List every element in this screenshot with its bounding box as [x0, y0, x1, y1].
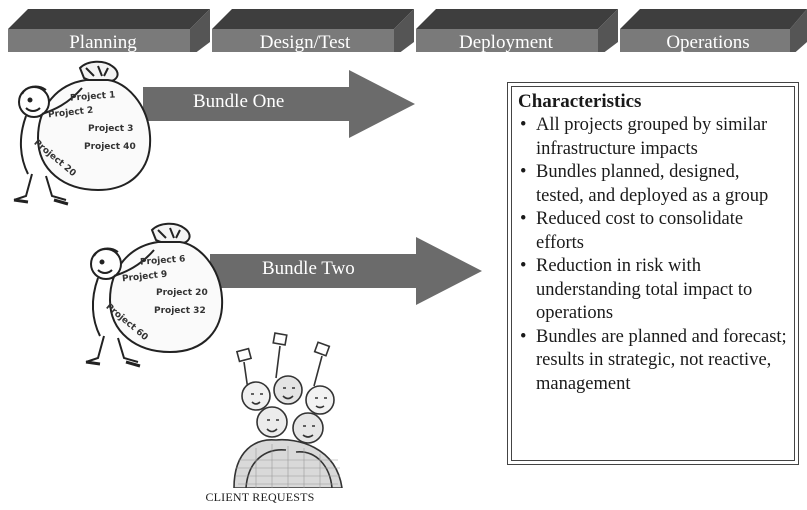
client-crowd-illustration [216, 330, 356, 488]
crowd-drawing [233, 332, 343, 488]
bundle-one-label: Bundle One [193, 91, 285, 112]
characteristic-text: Bundles are planned and forecast; result… [536, 326, 787, 394]
phase-label: Planning [69, 32, 137, 53]
characteristic-item: • Bundles planned, designed, tested, and … [518, 161, 788, 208]
arrow-shape [210, 237, 482, 305]
characteristic-text: Bundles planned, designed, tested, and d… [536, 162, 769, 206]
sack-carrier-illustration [13, 60, 152, 206]
project-label: Project 32 [154, 306, 206, 316]
phase-planning: Planning [8, 6, 210, 53]
characteristic-text: Reduced cost to consolidate efforts [536, 209, 744, 253]
phase-deployment: Deployment [416, 6, 618, 53]
phase-tab-shape [620, 9, 807, 52]
bullet-icon: • [520, 162, 527, 182]
phase-tab-shape [416, 9, 618, 52]
characteristic-item: • Bundles are planned and forecast; resul… [518, 326, 788, 397]
bullet-icon: • [520, 256, 527, 276]
bundle-one-sack-figure: Project 1 Project 2 Project 3 Project 40… [8, 58, 158, 208]
arrow-shape [143, 70, 415, 138]
characteristic-text: Reduction in risk with understanding tot… [536, 256, 753, 323]
characteristics-box: Characteristics • All projects grouped by… [507, 82, 799, 465]
project-label: Project 20 [156, 288, 208, 298]
characteristic-item: • Reduced cost to consolidate efforts [518, 208, 788, 255]
bullet-icon: • [520, 209, 527, 229]
bundle-one-arrow: Bundle One [143, 70, 415, 138]
phase-tab-shape [8, 9, 210, 52]
characteristic-text: All projects grouped by similar infrastr… [536, 115, 768, 159]
project-label: Project 3 [88, 124, 134, 134]
phase-tab-shape [212, 9, 414, 52]
phase-operations: Operations [620, 6, 807, 53]
client-requests-caption: CLIENT REQUESTS [205, 490, 315, 504]
sack-carrier-illustration [85, 222, 224, 368]
characteristic-item: • All projects grouped by similar infrast… [518, 114, 788, 161]
characteristics-title: Characteristics [518, 91, 642, 112]
characteristics-inner-frame: Characteristics • All projects grouped by… [511, 86, 795, 461]
bullet-icon: • [520, 115, 527, 135]
characteristic-item: • Reduction in risk with understanding to… [518, 255, 788, 326]
bullet-icon: • [520, 326, 527, 347]
phase-label: Design/Test [259, 32, 351, 53]
phase-label: Deployment [459, 32, 553, 53]
project-label: Project 40 [84, 142, 136, 152]
phase-design-test: Design/Test [212, 6, 414, 53]
bundle-two-arrow: Bundle Two [210, 237, 482, 305]
bundle-two-label: Bundle Two [262, 258, 355, 279]
characteristics-list: • All projects grouped by similar infrast… [518, 114, 788, 396]
bundle-two-sack-figure: Project 6 Project 9 Project 20 Project 3… [80, 220, 230, 370]
phase-label: Operations [666, 32, 750, 53]
